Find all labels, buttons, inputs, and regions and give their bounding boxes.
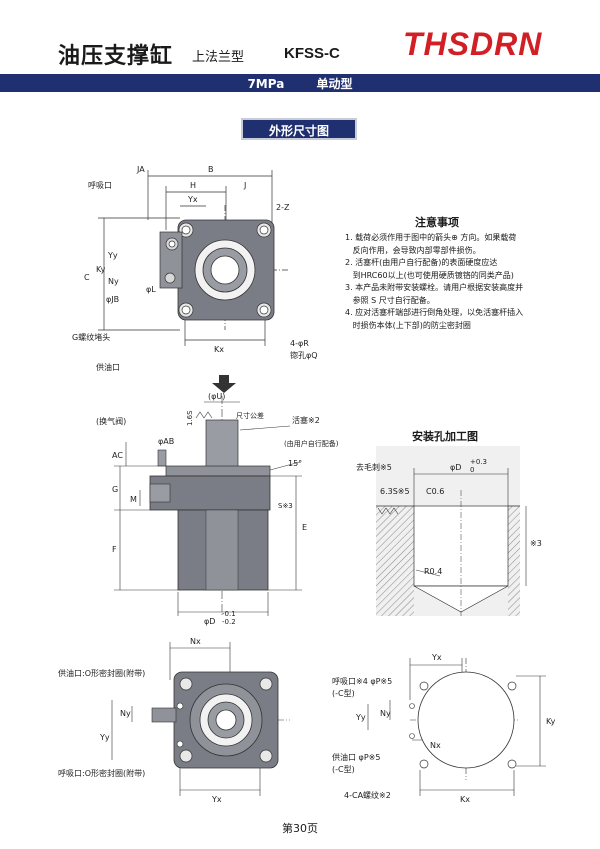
side-view (114, 396, 302, 616)
lbl-ny: Ny (108, 277, 119, 286)
action-label: 单动型 (316, 77, 353, 91)
lbl-d-tol-low: -0.2 (222, 618, 236, 626)
side-view-labels: (φU) 1.6S 尺寸公差 (换气阀) φAB 活塞※2 (由用户自行配备) … (96, 392, 339, 626)
mount-hole-title: 安装孔加工图 (412, 430, 478, 443)
lbl-bv-supply-oring: 供油口:O形密封圈(附带) (58, 668, 145, 678)
lbl-mp-ny: Ny (380, 709, 391, 718)
lbl-mp-yx: Yx (431, 653, 442, 662)
lbl-q: 锪孔φQ (290, 350, 318, 360)
lbl-user-supplied: (由用户自行配备) (284, 439, 339, 448)
lbl-mp-nx: Nx (430, 741, 441, 750)
lbl-vent-valve: (换气阀) (96, 416, 126, 426)
brand-logo: THSDRN (403, 26, 543, 62)
lbl-ky: Ky (96, 265, 106, 274)
lbl-mp-c-type-2: (-C型) (332, 765, 355, 774)
lbl-mp-ca: 4-CA螺纹※2 (344, 790, 391, 800)
note-line: 4. 应对活塞杆端部进行倒角处理，以免活塞杆插入 (345, 308, 524, 317)
lbl-supply: 供油口 (96, 362, 120, 372)
title-bar-text: 7MPa 单动型 (0, 75, 600, 92)
lbl-h: H (190, 181, 196, 190)
load-arrow-icon (212, 375, 236, 393)
lbl-4r: 4-φR (290, 339, 309, 348)
lbl-g-plug: G螺纹堵头 (72, 332, 110, 342)
page-title: 油压支撑缸 (58, 44, 174, 69)
lbl-ms-tol-low: 0 (470, 466, 474, 474)
mount-plan (367, 658, 546, 796)
lbl-j: J (243, 181, 246, 190)
lbl-mp-yy: Yy (355, 713, 366, 722)
title-bar (0, 74, 600, 92)
lbl-ja: JA (136, 165, 145, 174)
note-line: 1. 载荷必须作用于图中的箭头⊕ 方向。如果载荷 (345, 233, 517, 242)
lbl-ab: φAB (158, 437, 174, 446)
page-subtitle: 上法兰型 (192, 50, 245, 65)
lbl-15deg: 15° (288, 459, 302, 468)
lbl-ms-r04: R0.4 (424, 567, 442, 576)
lbl-mp-c-type-1: (-C型) (332, 689, 355, 698)
lbl-breather: 呼吸口 (88, 180, 112, 190)
bottom-view-labels: Nx 供油口:O形密封圈(附带) Ny Yy 呼吸口:O形密封圈(附带) Yx (58, 637, 222, 804)
model-code: KFSS-C (284, 45, 340, 62)
lbl-16s: 1.6S (186, 410, 194, 426)
lbl-kx: Kx (214, 345, 224, 354)
lbl-2z: 2-Z (276, 203, 290, 212)
lbl-yy: Yy (107, 251, 118, 260)
lbl-bv-nx: Nx (190, 637, 201, 646)
lbl-u: (φU) (208, 392, 225, 401)
lbl-g: G (112, 485, 118, 494)
lbl-jb: φJB (106, 295, 119, 304)
lbl-l: φL (146, 285, 156, 294)
section-title: 外形尺寸图 (241, 118, 357, 140)
lbl-ms-d: φD (450, 463, 461, 472)
note-line: 反向作用，会导致内部零部件损伤。 (345, 245, 481, 255)
lbl-tolerance: 尺寸公差 (236, 411, 264, 420)
mount-section-labels: 去毛刺※5 φD +0.3 0 6.3S※5 C0.6 ※3 R0.4 (356, 458, 542, 576)
lbl-c: C (84, 273, 90, 282)
lbl-ms-tol-up: +0.3 (470, 458, 487, 466)
lbl-bv-yy: Yy (99, 733, 110, 742)
lbl-ac: AC (112, 451, 123, 460)
lbl-d-tol-up: -0.1 (222, 610, 236, 618)
note-line: 3. 本产品未附带安装螺栓。请用户根据安装高度并 (345, 283, 524, 292)
lbl-mp-breather: 呼吸口※4 φP※5 (332, 676, 392, 686)
lbl-ms-deburr: 去毛刺※5 (356, 462, 392, 472)
lbl-yx: Yx (187, 195, 198, 204)
note-line: 2. 活塞杆(由用户自行配备)的表面硬度应达 (345, 258, 498, 267)
lbl-ms-3: ※3 (530, 539, 542, 548)
lbl-e: E (302, 523, 307, 532)
lbl-mp-kx: Kx (460, 795, 470, 804)
top-view-labels: JA B H J Yx 2-Z 呼吸口 C Ky Yy Ny φJB φL G螺… (72, 165, 318, 372)
lbl-bv-breather-oring: 呼吸口:O形密封圈(附带) (58, 768, 145, 778)
pressure-label: 7MPa (247, 77, 285, 91)
bottom-view (111, 642, 290, 796)
notes-list: 1. 载荷必须作用于图中的箭头⊕ 方向。如果载荷 反向作用，会导致内部零部件损伤… (345, 232, 565, 332)
lbl-piston: 活塞※2 (292, 415, 320, 425)
note-line: 到HRC60以上(也可使用硬质镀铬的同类产品) (345, 270, 514, 280)
lbl-mp-supply: 供油口 φP※5 (332, 752, 380, 762)
top-view-body (159, 219, 275, 321)
lbl-f: F (112, 545, 117, 554)
notes-title: 注意事项 (415, 216, 459, 229)
mount-plan-labels: Yx 呼吸口※4 φP※5 (-C型) Yy Ny Nx 供油口 φP※5 (-… (332, 653, 556, 804)
lbl-m: M (130, 495, 137, 504)
lbl-mp-ky: Ky (546, 717, 556, 726)
lbl-ms-63s: 6.3S※5 (380, 487, 410, 496)
lbl-d: φD (204, 617, 215, 626)
lbl-s3: S※3 (278, 502, 293, 510)
page-number: 第30页 (282, 822, 318, 835)
note-line: 时损伤本体(上下部)的防尘密封圈 (345, 320, 471, 330)
lbl-bv-yx: Yx (211, 795, 222, 804)
mount-section (376, 446, 527, 616)
lbl-bv-ny: Ny (120, 709, 131, 718)
lbl-ms-c06: C0.6 (426, 487, 444, 496)
note-line: 参照 S 尺寸自行配备。 (345, 295, 435, 305)
lbl-b: B (208, 165, 214, 174)
